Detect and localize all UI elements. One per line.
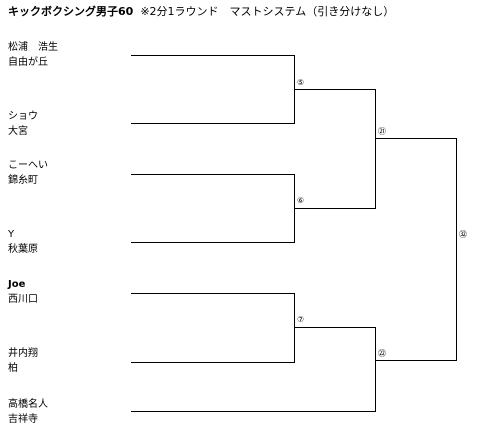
- match-number-5: ⑤: [297, 78, 304, 87]
- player-team: 西川口: [8, 294, 38, 305]
- player-team: 自由が丘: [8, 57, 48, 68]
- player-entry-3: こーへい 錦糸町: [8, 158, 48, 188]
- bracket-line-match-7: [131, 293, 295, 363]
- player-team: 柏: [8, 363, 18, 374]
- bracket-line-match-6: [131, 174, 295, 243]
- player-name: Joe: [8, 279, 26, 290]
- player-team: 秋葉原: [8, 244, 38, 255]
- match-number-22: ㉒: [378, 349, 386, 358]
- player-entry-1: 松浦 浩生 自由が丘: [8, 40, 58, 70]
- event-rules: ※2分1ラウンド マストシステム（引き分けなし）: [140, 5, 395, 18]
- bracket-line-match-22: [131, 327, 376, 412]
- player-entry-7: 高橋名人 吉祥寺: [8, 397, 48, 427]
- player-entry-6: 井内翔 柏: [8, 346, 38, 376]
- match-number-32: ㉜: [459, 230, 467, 239]
- event-name: キックボクシング男子60: [8, 5, 134, 18]
- bracket-line-match-5: [131, 55, 295, 124]
- match-number-6: ⑥: [297, 196, 304, 205]
- bracket-title: キックボクシング男子60 ※2分1ラウンド マストシステム（引き分けなし）: [8, 5, 394, 19]
- player-entry-2: ショウ 大宮: [8, 109, 38, 139]
- player-team: 錦糸町: [8, 175, 38, 186]
- match-number-7: ⑦: [297, 315, 304, 324]
- player-name: 松浦 浩生: [8, 42, 58, 53]
- player-team: 大宮: [8, 126, 28, 137]
- player-name: Y: [8, 229, 15, 240]
- player-name: 井内翔: [8, 348, 38, 359]
- player-team: 吉祥寺: [8, 414, 38, 425]
- match-number-21: ㉑: [378, 127, 386, 136]
- player-entry-4: Y 秋葉原: [8, 227, 38, 257]
- bracket-line-match-21: [294, 89, 376, 209]
- player-name: ショウ: [8, 111, 38, 122]
- player-name: こーへい: [8, 160, 48, 171]
- bracket-line-match-32: [375, 138, 457, 361]
- player-name: 高橋名人: [8, 399, 48, 410]
- player-entry-5: Joe 西川口: [8, 277, 38, 307]
